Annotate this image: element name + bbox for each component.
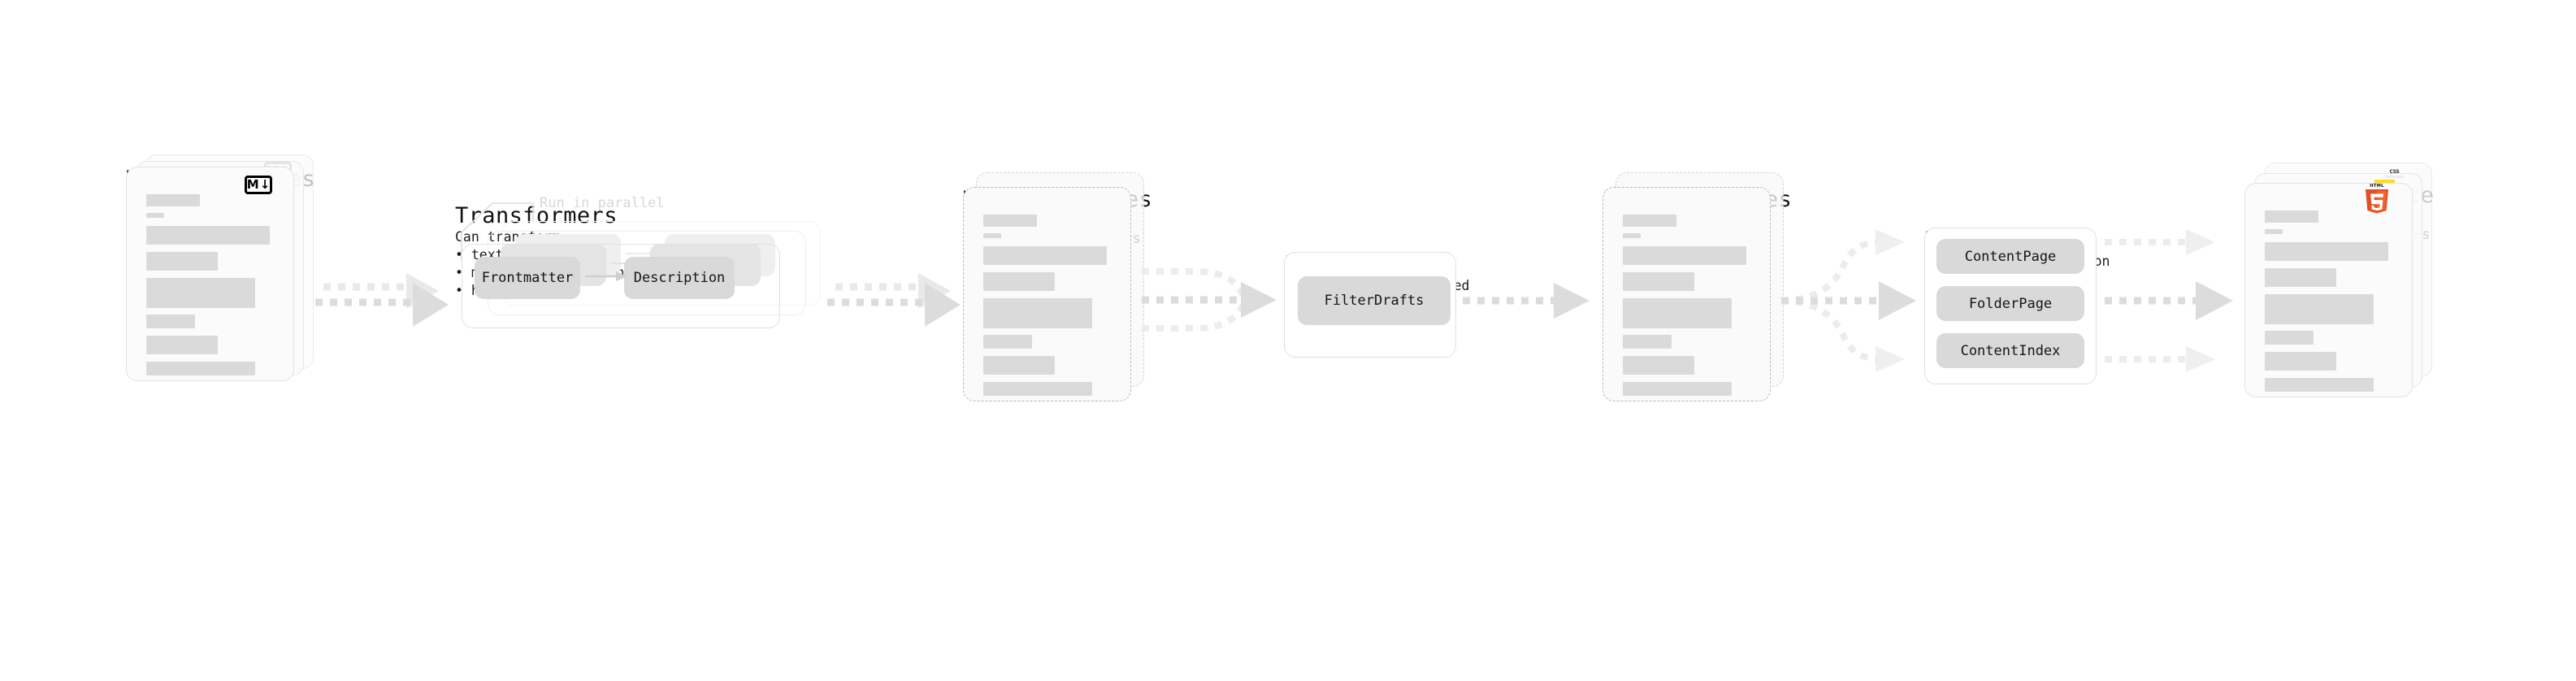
connector-transformers-to-modified bbox=[827, 273, 961, 327]
placeholder-bar bbox=[2265, 378, 2374, 392]
placeholder-bar bbox=[1623, 233, 1641, 238]
document-card-filtered bbox=[1602, 187, 1771, 401]
placeholder-bar bbox=[1623, 298, 1732, 328]
run-in-parallel-label: Run in parallel bbox=[540, 195, 665, 211]
placeholder-bar bbox=[146, 362, 255, 375]
stage-generated-site: CSS HTML Generated Site A collection of … bbox=[2244, 163, 2434, 397]
connector-modified-to-filters bbox=[1142, 268, 1277, 332]
placeholder-bar bbox=[1623, 215, 1676, 227]
placeholder-bar bbox=[146, 213, 164, 218]
emitter-chip-contentpage[interactable]: ContentPage bbox=[1936, 239, 2084, 274]
connector-filters-to-filtered bbox=[1463, 283, 1589, 319]
stage-emitters: ContentPage FolderPage ContentIndex Emit… bbox=[1924, 228, 2110, 384]
stage-markdown-files: M↓ M↓ M↓ Markdown Files bbox=[126, 154, 315, 381]
emitter-chip-contentindex[interactable]: ContentIndex bbox=[1936, 333, 2084, 368]
css-badge-label: CSS bbox=[2389, 169, 2400, 175]
transformer-group bbox=[462, 244, 780, 328]
placeholder-bar bbox=[146, 226, 270, 245]
placeholder-bar bbox=[2265, 210, 2318, 223]
transformer-chip-frontmatter[interactable]: Frontmatter bbox=[475, 257, 580, 299]
document-card-markdown bbox=[126, 167, 294, 381]
placeholder-bar bbox=[146, 314, 195, 328]
placeholder-bar bbox=[146, 278, 255, 308]
placeholder-bar bbox=[983, 246, 1107, 265]
placeholder-bar bbox=[983, 272, 1055, 291]
filters-chip-filterdrafts[interactable]: FilterDrafts bbox=[1298, 276, 1451, 325]
placeholder-bar bbox=[1623, 382, 1732, 396]
placeholder-bar bbox=[983, 298, 1092, 328]
placeholder-bar bbox=[983, 382, 1092, 396]
placeholder-bar bbox=[983, 335, 1032, 349]
placeholder-bar bbox=[1623, 356, 1694, 375]
markdown-badge-arrow: ↓ bbox=[259, 177, 271, 192]
svg-text:HTML: HTML bbox=[2370, 184, 2384, 189]
placeholder-bar bbox=[1623, 272, 1694, 291]
connector-markdown-to-transformers bbox=[315, 273, 449, 327]
placeholder-bar bbox=[983, 356, 1055, 375]
placeholder-bar bbox=[2265, 268, 2336, 287]
connector-emitters-to-site bbox=[2105, 229, 2233, 372]
placeholder-bar bbox=[983, 215, 1037, 227]
stage-transformers: Run in parallel Frontmatter Description … bbox=[455, 195, 821, 328]
document-card-generated bbox=[2244, 183, 2413, 397]
stage-modified-files: Modified files HTML Syntax Tree + data f… bbox=[963, 172, 1152, 401]
html5-icon: HTML bbox=[2366, 184, 2388, 214]
stage-title-transformers: Transformers bbox=[455, 203, 618, 228]
placeholder-bar bbox=[2265, 242, 2388, 261]
placeholder-bar bbox=[2265, 331, 2314, 345]
placeholder-bar bbox=[2265, 352, 2336, 371]
placeholder-bar bbox=[146, 252, 218, 271]
placeholder-bar bbox=[146, 194, 200, 206]
placeholder-bar bbox=[146, 336, 218, 354]
stage-filtered-files: Filtered files bbox=[1602, 172, 1792, 401]
markdown-badge-letter: M bbox=[246, 177, 259, 192]
transformer-arrow bbox=[585, 271, 627, 281]
transformer-chip-description[interactable]: Description bbox=[624, 257, 735, 299]
placeholder-bar bbox=[983, 233, 1001, 238]
placeholder-bar bbox=[1623, 246, 1746, 265]
stage-filters: FilterDrafts Filters Remove some files b… bbox=[1284, 252, 1469, 358]
placeholder-bar bbox=[1623, 335, 1672, 349]
connector-filtered-to-emitters bbox=[1780, 229, 1916, 372]
emitter-chip-folderpage[interactable]: FolderPage bbox=[1936, 286, 2084, 321]
placeholder-bar bbox=[2265, 229, 2283, 234]
parallel-leader-line bbox=[461, 202, 534, 260]
markdown-badge: M↓ bbox=[245, 176, 272, 194]
document-card-modified bbox=[963, 187, 1131, 401]
placeholder-bar bbox=[2265, 294, 2374, 324]
